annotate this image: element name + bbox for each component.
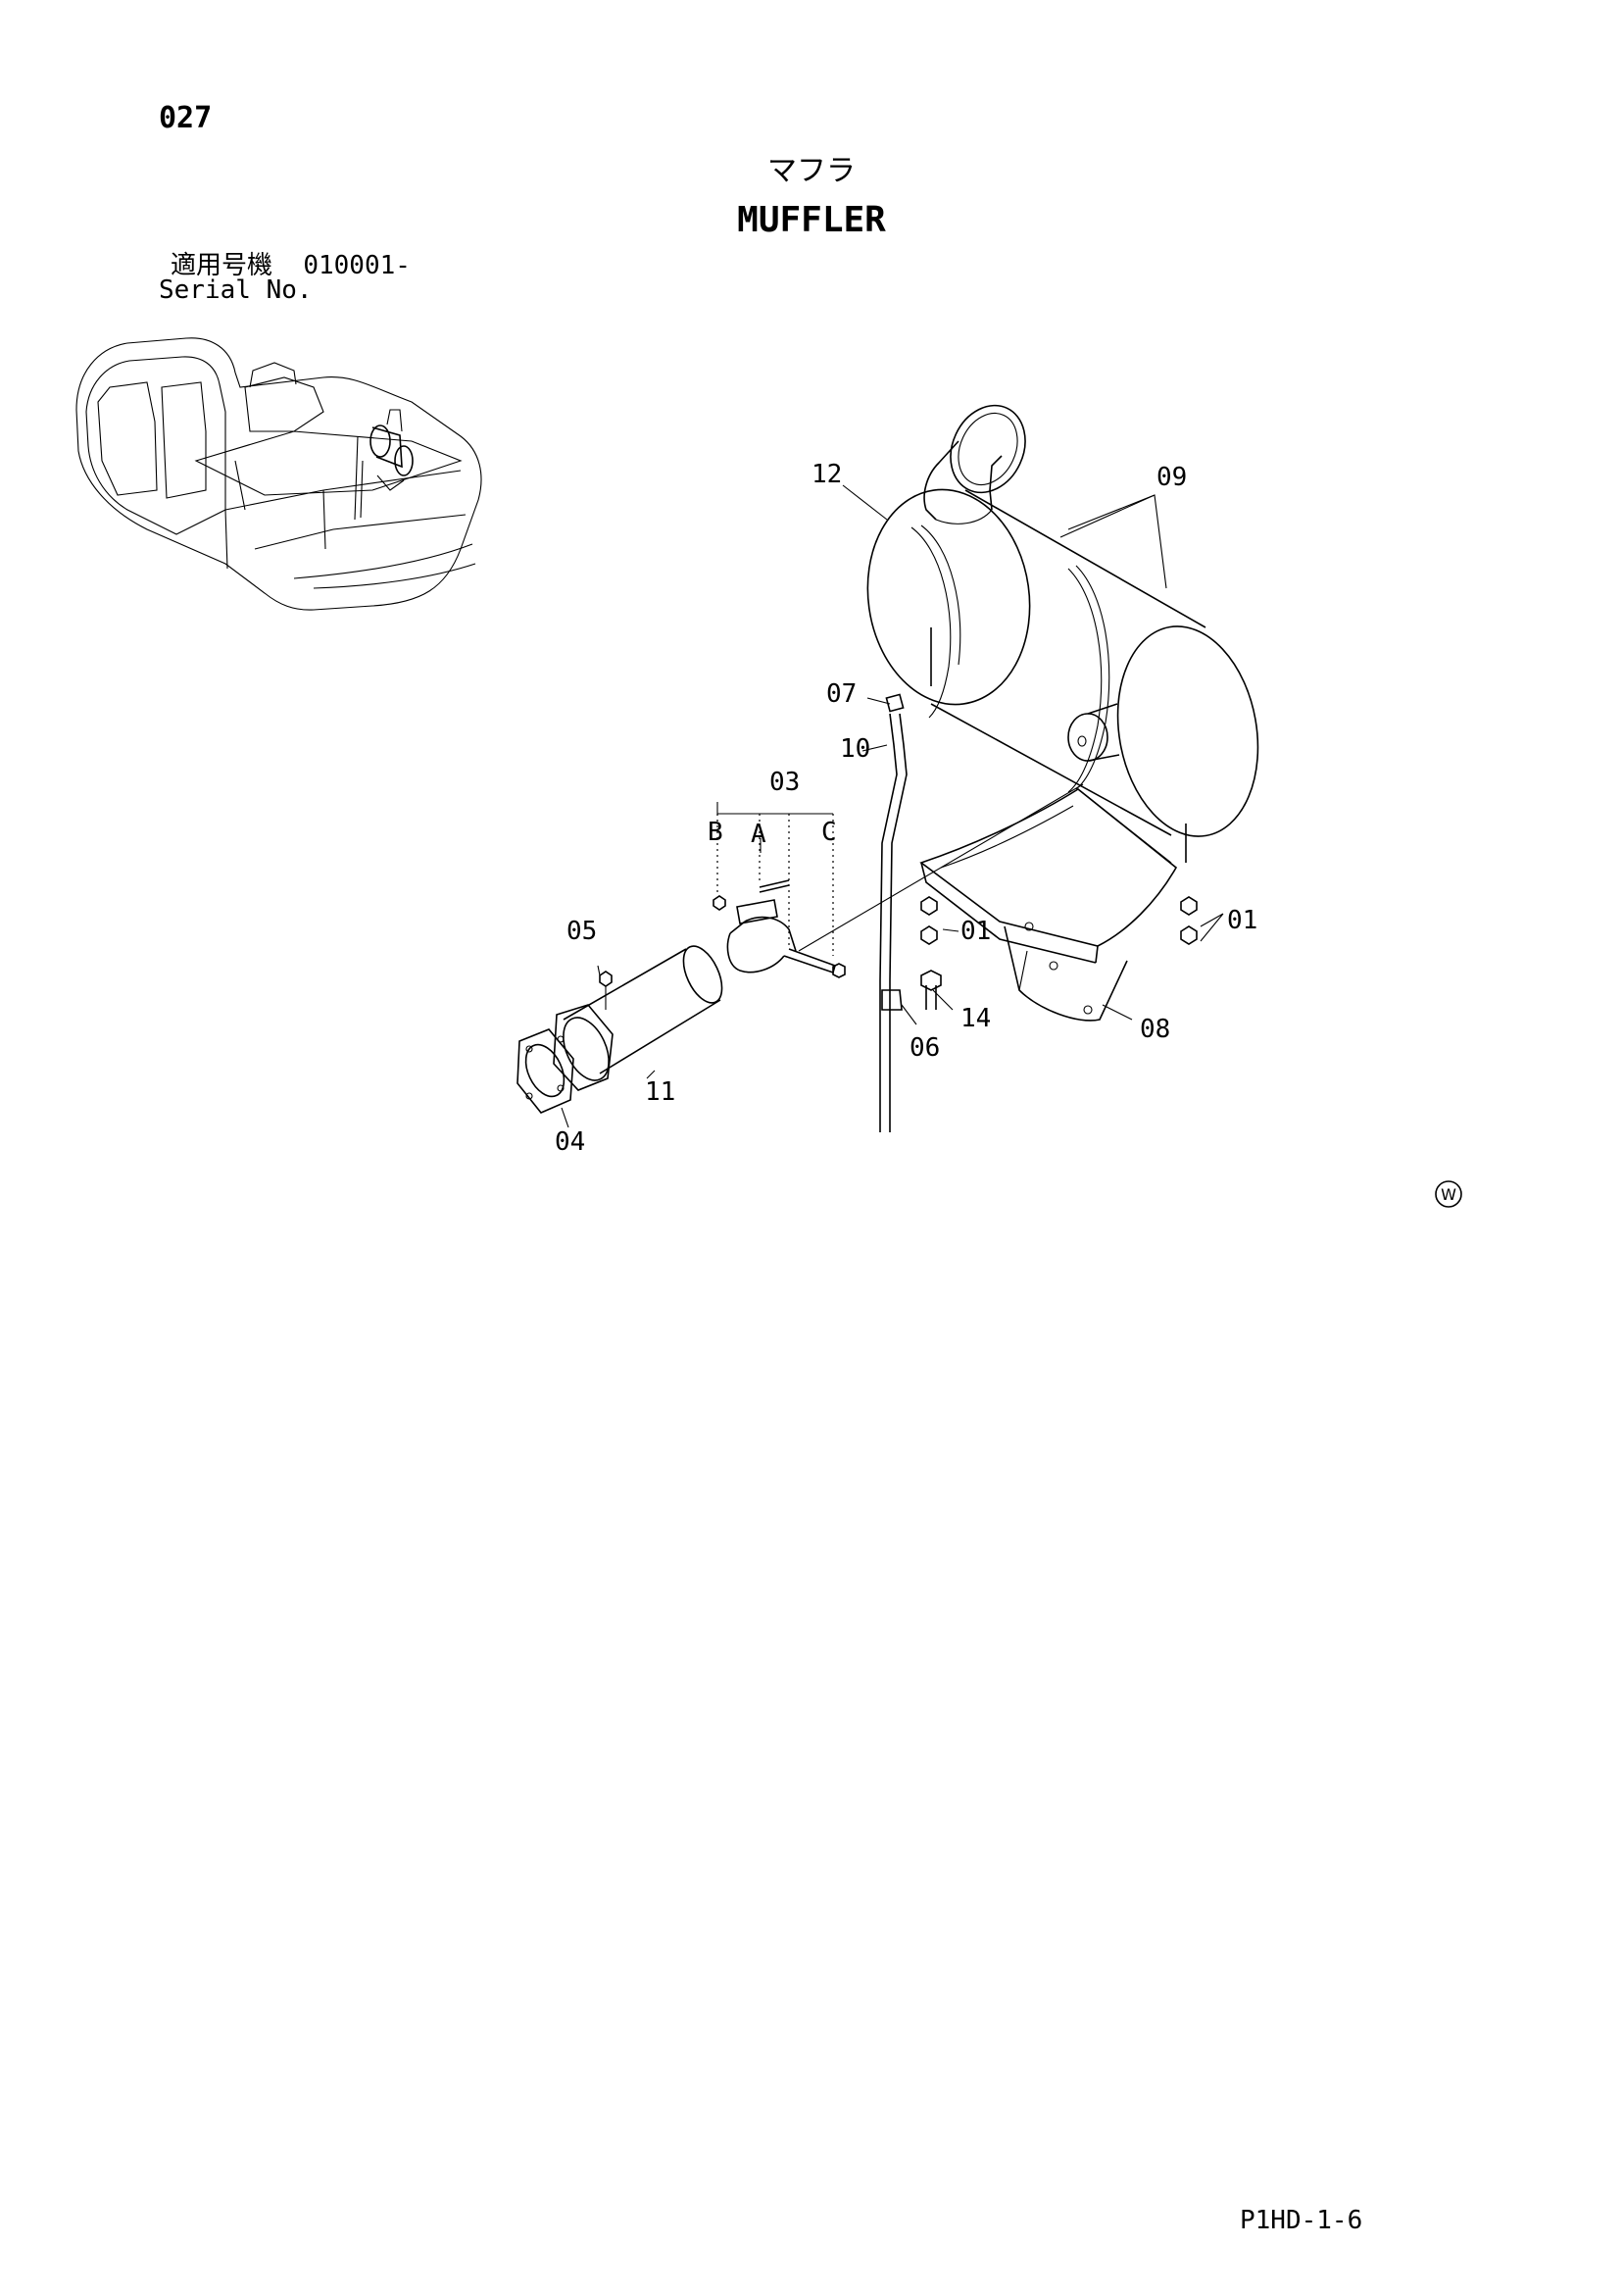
machine-location-thumbnail (75, 337, 482, 611)
svg-text:W: W (1441, 1185, 1456, 1204)
serial-number-line: 適用号機 010001- (171, 253, 411, 278)
callout-cap: 07 (826, 679, 857, 709)
watermark-w-symbol: W (1435, 1180, 1462, 1208)
part-clamp (713, 783, 1084, 978)
part-gasket (516, 1028, 574, 1114)
serial-label-japanese: 適用号機 (171, 251, 273, 280)
callout-rod: 10 (840, 734, 870, 764)
callout-bolt: 14 (960, 1004, 991, 1033)
callout-gasket: 04 (555, 1127, 585, 1157)
callout-nut-01-left: 01 (960, 917, 991, 946)
callout-tube: 11 (645, 1077, 675, 1107)
part-nut-05 (599, 971, 613, 1010)
page-number: 027 (159, 101, 213, 135)
callout-clip: 06 (910, 1033, 940, 1063)
callout-clamp-c: C (821, 818, 837, 847)
part-tube (553, 945, 723, 1091)
callout-muffler: 12 (812, 460, 842, 489)
callout-nut-01-right: 01 (1227, 906, 1257, 935)
callout-nut-05: 05 (566, 917, 597, 946)
callout-clamp-b: B (708, 818, 723, 847)
part-rod (879, 693, 942, 1132)
serial-label-english: Serial No. (159, 275, 313, 305)
callout-clamp: 03 (769, 768, 800, 797)
page-title: MUFFLER (737, 200, 886, 240)
callout-bracket: 08 (1140, 1015, 1170, 1044)
callout-muffler-band: 09 (1156, 463, 1187, 492)
callout-clamp-a: A (751, 820, 766, 849)
page-title-japanese: マフラ (767, 154, 856, 188)
serial-range: 010001- (303, 251, 411, 280)
part-nut-01 (920, 896, 1198, 945)
leader-lines (561, 484, 1224, 1128)
footer-page-code: P1HD-1-6 (1240, 2206, 1363, 2235)
part-muffler (866, 404, 1259, 863)
part-bracket (919, 788, 1178, 1022)
